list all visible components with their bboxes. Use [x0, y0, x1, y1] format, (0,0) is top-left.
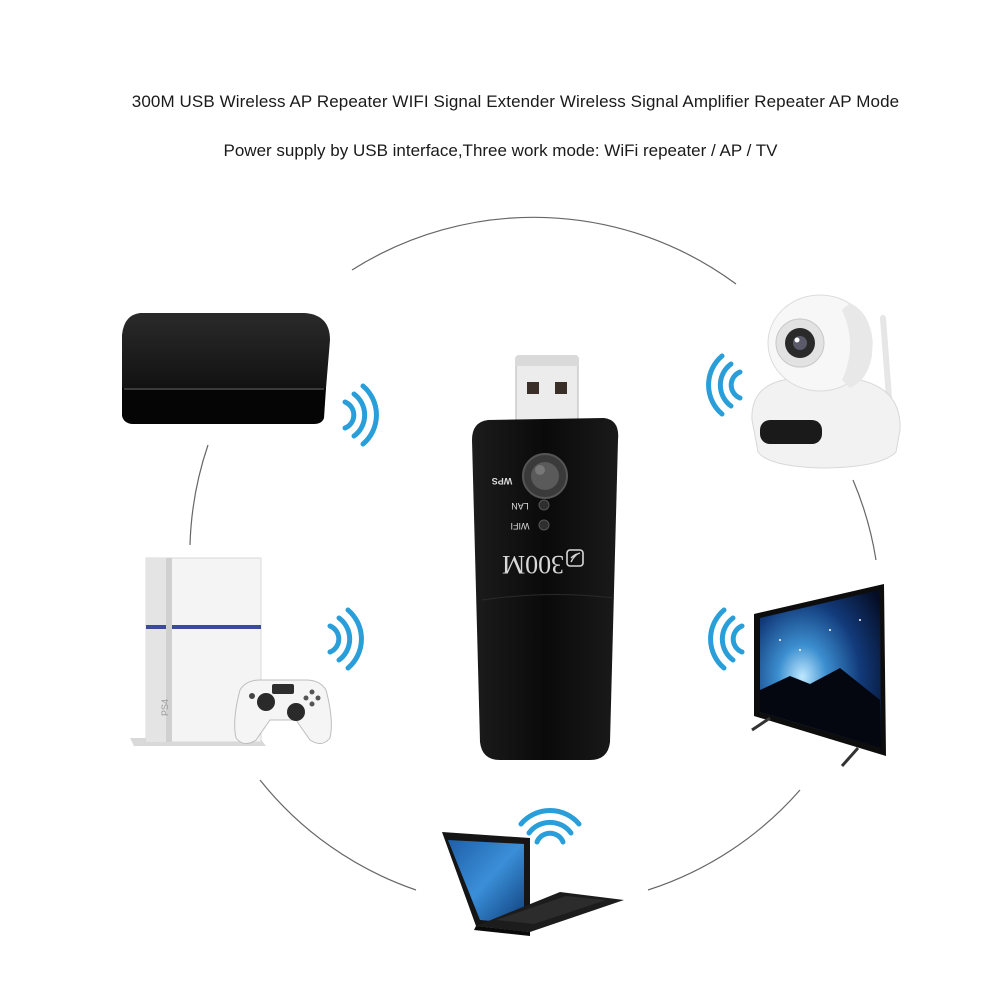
smart-tv: [751, 584, 886, 767]
connection-circle: [189, 216, 877, 891]
model-label: 300M: [502, 550, 564, 579]
wifi-signal-icon: [327, 607, 364, 671]
wifi-signal-icon: [708, 607, 745, 671]
gamepad: [234, 679, 332, 744]
lan-led-label: LAN: [511, 501, 529, 511]
wps-button-label: WPS: [492, 476, 513, 486]
wifi-led-label: WIFI: [511, 521, 530, 531]
page-subtitle: Power supply by USB interface,Three work…: [223, 141, 778, 160]
console-brand-text: PS4: [160, 699, 170, 716]
wifi-signal-icon: [518, 808, 582, 845]
wifi-signal-icon: [342, 383, 379, 447]
page-title: 300M USB Wireless AP Repeater WIFI Signa…: [131, 92, 900, 111]
tv-box: [122, 313, 330, 424]
usb-wifi-repeater: WPS LAN WIFI 300M: [472, 355, 619, 760]
wifi-signal-icon: [706, 353, 743, 417]
ip-camera: [751, 294, 901, 469]
laptop: [442, 832, 624, 936]
brand-logo-icon: [566, 549, 584, 567]
